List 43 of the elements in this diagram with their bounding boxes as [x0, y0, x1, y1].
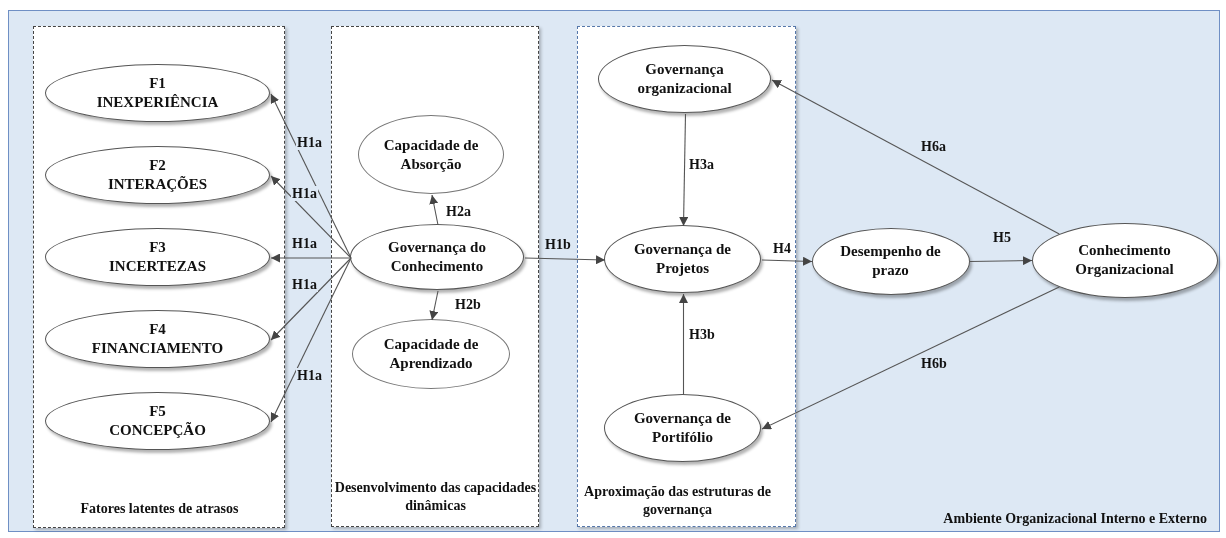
edge-label: H1a: [296, 135, 323, 151]
construct-label: Governança de Portifólio: [632, 409, 733, 447]
construct-label: CONCEPÇÃO: [109, 421, 206, 440]
construct-label: INCERTEZAS: [109, 257, 206, 276]
construct-label: F1: [149, 74, 166, 93]
construct-label: INEXPERIÊNCIA: [96, 93, 219, 112]
arrow: [524, 255, 606, 265]
construct-label: Capacidade de Aprendizado: [382, 335, 480, 373]
construct-label: F2: [149, 156, 166, 175]
group-title: Desenvolvimento das capacidades dinâmicas: [333, 479, 538, 516]
arrow: [761, 256, 813, 266]
arrow: [429, 290, 439, 321]
construct-label: Conhecimento Organizacional: [1074, 241, 1175, 279]
environment-title: Ambiente Organizacional Interno e Externo: [943, 511, 1207, 527]
environment-panel: [8, 10, 1220, 532]
arrow: [679, 293, 688, 396]
arrow: [270, 93, 352, 259]
construct-label: Governança de Projetos: [632, 240, 733, 278]
construct-label: FINANCIAMENTO: [91, 339, 224, 358]
construct-label: F3: [149, 238, 166, 257]
edge-label: H1a: [291, 277, 318, 293]
arrow: [761, 286, 1060, 430]
group-title: Fatores latentes de atrasos: [79, 500, 240, 519]
construct-label: Governança organizacional: [636, 60, 733, 98]
construct-label: Capacidade de Absorção: [382, 135, 480, 174]
group-box: [576, 25, 796, 527]
arrow: [771, 79, 1060, 235]
edge-label: H1a: [291, 186, 318, 202]
construct-label: INTERAÇÕES: [107, 175, 208, 194]
construct-label: Desempenho de prazo: [839, 242, 942, 280]
arrow: [270, 175, 352, 259]
arrow: [429, 194, 439, 226]
construct-label: F5: [149, 402, 166, 421]
arrow: [270, 253, 352, 263]
group-box: [32, 25, 285, 528]
construct-label: F4: [149, 320, 166, 339]
arrow: [270, 257, 352, 423]
arrow: [679, 113, 689, 227]
group-title: Aproximação das estruturas de governança: [583, 483, 772, 520]
arrow: [969, 256, 1033, 266]
construct-label: Governança do Conhecimento: [387, 238, 487, 276]
arrow: [270, 257, 352, 341]
group-box: [330, 25, 539, 527]
